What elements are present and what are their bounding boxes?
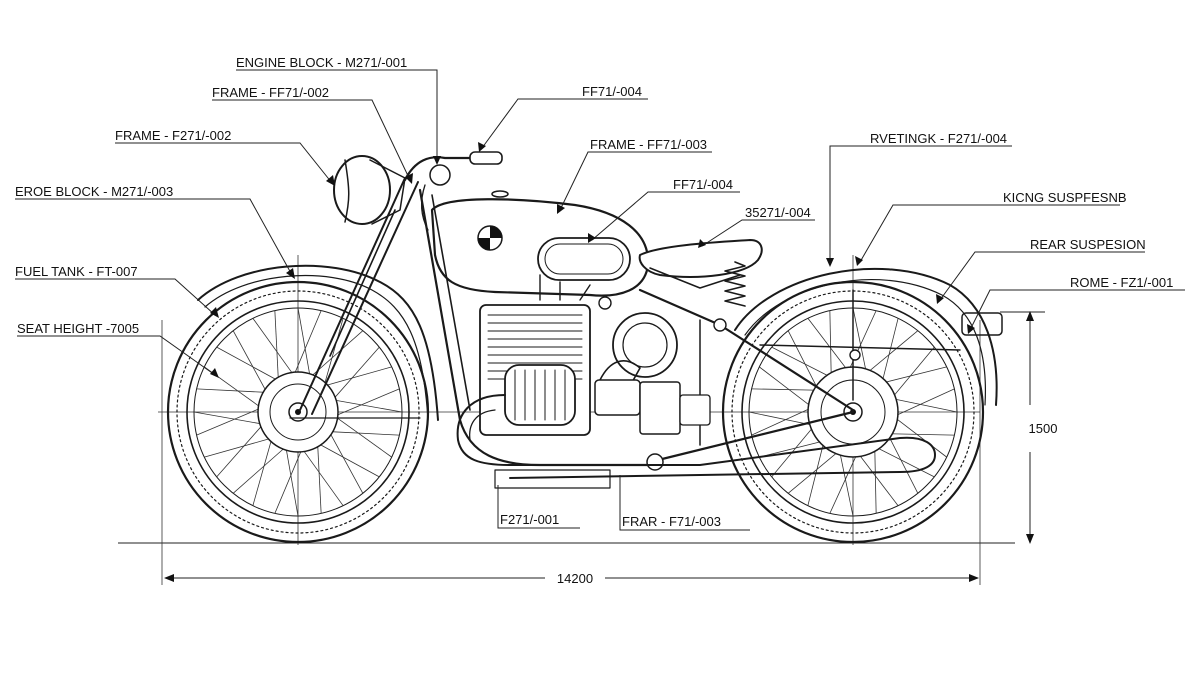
spoke [751, 388, 820, 391]
spoke [331, 346, 380, 401]
spoke [847, 310, 877, 373]
spoke [856, 451, 899, 506]
label-frar: FRAR - F71/-003 [622, 514, 721, 529]
spoke [333, 388, 400, 417]
spoke [316, 442, 380, 478]
label-f271-001: F271/-001 [500, 512, 559, 527]
spoke [865, 330, 919, 375]
spoke [787, 449, 841, 494]
spoke [216, 346, 280, 382]
spoke [323, 366, 392, 387]
spoke [252, 437, 273, 506]
spoke [771, 424, 816, 478]
front-fender [197, 264, 439, 421]
leader-lines [15, 69, 1185, 531]
spoke [892, 388, 955, 418]
spring-coil [724, 261, 746, 307]
spoke [890, 397, 958, 413]
label-code-35271: 35271/-004 [745, 205, 811, 220]
spoke [874, 445, 877, 514]
label-kicng-suspension: KICNG SUSPFESNB [1003, 190, 1127, 205]
spoke [301, 447, 344, 506]
label-ff71-004-top: FF71/-004 [582, 84, 642, 99]
engine [479, 274, 711, 436]
spoke [807, 318, 850, 373]
spoke [829, 310, 832, 379]
length-dimension-label: 14200 [557, 571, 593, 586]
label-frame-ff71-002: FRAME - FF71/-002 [212, 85, 329, 100]
spoke [323, 318, 344, 387]
exhaust [456, 394, 936, 489]
label-engine-block-top: ENGINE BLOCK - M271/-001 [236, 55, 407, 70]
spoke [193, 411, 265, 425]
spoke [771, 346, 833, 379]
spoke [293, 310, 322, 377]
spoke [328, 431, 400, 436]
spoke [285, 445, 299, 517]
spoke [759, 440, 826, 458]
height-dimension-label: 1500 [1029, 421, 1058, 436]
spoke [196, 388, 268, 393]
seat [638, 239, 763, 289]
spoke [317, 442, 322, 514]
seat-spring [724, 261, 746, 307]
spoke [274, 447, 303, 514]
leader-arrowheads [210, 142, 975, 378]
label-eroe-block: EROE BLOCK - M271/-003 [15, 184, 173, 199]
spoke [331, 399, 403, 413]
headlight [333, 155, 406, 225]
spoke [333, 415, 392, 458]
fuel-tank [430, 190, 650, 297]
spoke [196, 407, 263, 436]
rear-fender [734, 267, 998, 406]
label-rvetingk: RVETINGK - F271/-004 [870, 131, 1007, 146]
spoke [787, 330, 820, 392]
spoke [892, 415, 947, 458]
spoke [881, 318, 899, 385]
spoke [852, 307, 868, 375]
label-fuel-tank: FUEL TANK - FT-007 [15, 264, 138, 279]
spoke [829, 451, 859, 514]
spoke [252, 318, 295, 377]
spoke [838, 449, 854, 517]
spoke [890, 346, 935, 400]
spoke [297, 307, 311, 379]
spoke [880, 366, 947, 384]
spoke [328, 430, 364, 494]
label-seat-height: SEAT HEIGHT -7005 [17, 321, 139, 336]
spoke [274, 310, 279, 382]
callout-labels: ENGINE BLOCK - M271/-001 FRAME - FF71/-0… [15, 55, 1173, 529]
front-wheel [166, 280, 430, 544]
spoke [232, 445, 287, 494]
spoke [216, 423, 265, 478]
spoke [232, 330, 268, 394]
length-dimension [164, 574, 979, 582]
spoke [886, 433, 955, 436]
spoke [873, 445, 935, 478]
spoke [886, 432, 919, 494]
spoke [751, 406, 814, 436]
label-frame-ff71-003: FRAME - FF71/-003 [590, 137, 707, 152]
label-frame-f271-002: FRAME - F271/-002 [115, 128, 231, 143]
label-rear-suspension: REAR SUSPESION [1030, 237, 1146, 252]
label-ff71-004-mid: FF71/-004 [673, 177, 733, 192]
label-rome: ROME - FZ1/-001 [1070, 275, 1173, 290]
height-dimension [1000, 311, 1045, 544]
spoke [204, 437, 273, 458]
spoke [759, 366, 814, 409]
